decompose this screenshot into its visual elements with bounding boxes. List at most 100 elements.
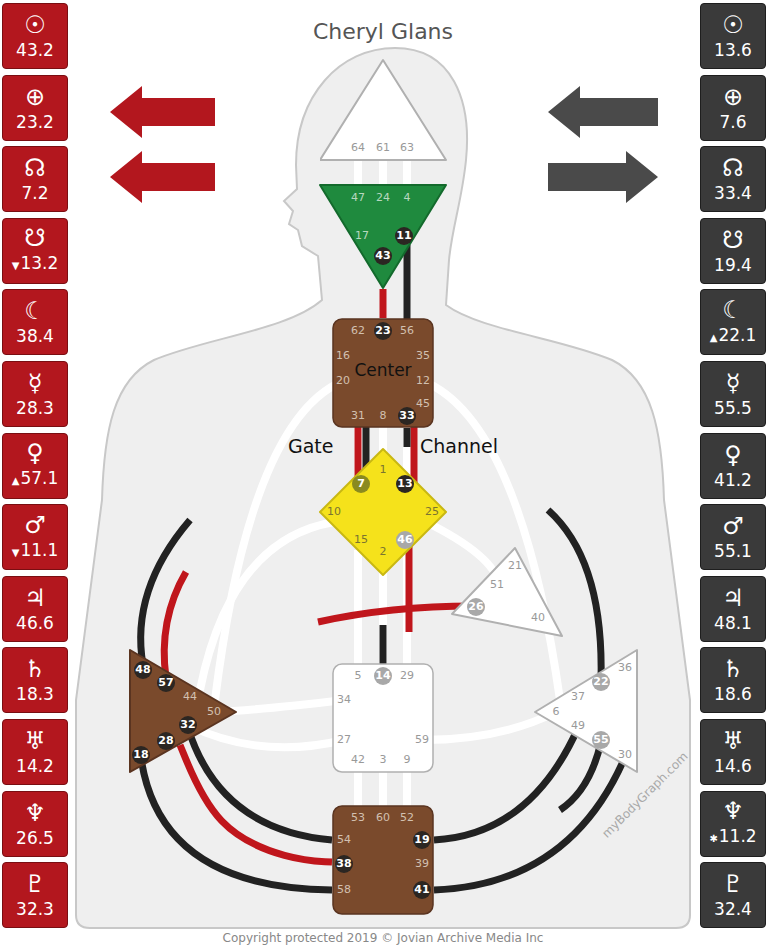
personality-activation-box: ♅14.6 [700, 719, 766, 785]
gate-number: 17 [353, 227, 371, 245]
gate-number: 52 [398, 809, 416, 827]
gate-number: 62 [349, 322, 367, 340]
planet-symbol: ♆ [722, 797, 744, 825]
gate-line-number: 57.1 [20, 467, 58, 489]
gate-number: 7 [352, 475, 370, 493]
activation-row: 38.4 [16, 325, 54, 347]
gate-number: 60 [374, 809, 392, 827]
gate-line-number: 11.1 [20, 539, 58, 561]
gate-number: 15 [352, 531, 370, 549]
gate-line-number: 19.4 [714, 254, 752, 276]
gate-number: 42 [349, 751, 367, 769]
gate-line-number: 55.5 [714, 397, 752, 419]
personality-activation-box: ♃48.1 [700, 576, 766, 642]
gate-number: 13 [396, 475, 414, 493]
gate-number: 37 [569, 688, 587, 706]
planet-symbol: ♆ [24, 799, 46, 827]
center-outline [320, 60, 446, 160]
gate-number: 19 [413, 831, 431, 849]
gate-number: 2 [374, 543, 392, 561]
gate-line-number: 18.6 [714, 683, 752, 705]
gate-number: 55 [592, 731, 610, 749]
channel-design [406, 545, 413, 632]
retrograde-marker: ▲ [710, 327, 718, 349]
activation-row: ▼13.2 [12, 252, 59, 277]
channel-personality [188, 728, 332, 840]
activation-row: 7.2 [21, 182, 48, 204]
gate-line-number: 33.4 [714, 182, 752, 204]
activation-row: 26.5 [16, 827, 54, 849]
activation-row: 32.4 [714, 898, 752, 920]
personality-arrow [548, 86, 658, 138]
activation-row: ▲22.1 [710, 324, 757, 349]
center-outline [130, 650, 236, 772]
channel-personality [548, 510, 601, 680]
gate-number: 58 [335, 881, 353, 899]
planet-symbol: ☾ [722, 296, 744, 324]
gate-number: 64 [349, 139, 367, 157]
gate-number: 12 [414, 372, 432, 390]
spleen-center: 48574450322818 [128, 648, 238, 774]
planet-symbol: ♅ [722, 727, 744, 755]
gate-number: 46 [396, 531, 414, 549]
gate-number: 28 [157, 732, 175, 750]
design-arrow [110, 86, 215, 138]
design-activation-box: ☿28.3 [2, 361, 68, 427]
activation-row: 18.6 [714, 683, 752, 705]
defined-channel [404, 428, 411, 447]
active-channels [141, 245, 625, 890]
personality-arrow [548, 151, 658, 203]
planet-symbol: ☋ [722, 226, 743, 254]
gate-number: 56 [398, 322, 416, 340]
planet-symbol: ♄ [24, 655, 46, 683]
gate-number: 6 [547, 703, 565, 721]
gate-number: 26 [467, 598, 485, 616]
center-outline [333, 664, 433, 772]
activation-row: 55.5 [714, 397, 752, 419]
gate-number: 49 [569, 717, 587, 735]
gate-line-number: 38.4 [16, 325, 54, 347]
personality-activation-box: ☾▲22.1 [700, 289, 766, 355]
gate-line-number: 55.1 [714, 540, 752, 562]
gate-number: 39 [413, 855, 431, 873]
center-outline [320, 185, 446, 288]
g-center: 1713102515462 [318, 447, 448, 577]
design-activation-box: ☊7.2 [2, 146, 68, 212]
gate-number: 30 [616, 746, 634, 764]
design-activation-box: ♃46.6 [2, 576, 68, 642]
personality-activation-box: ♇32.4 [700, 862, 766, 928]
gate-number: 14 [374, 667, 392, 685]
gate-number: 63 [398, 139, 416, 157]
gate-number: 5 [349, 667, 367, 685]
planet-symbol: ♅ [24, 727, 46, 755]
gate-number: 10 [325, 503, 343, 521]
center-outline [333, 319, 433, 427]
gate-line-number: 14.6 [714, 755, 752, 777]
gate-line-number: 7.2 [21, 182, 48, 204]
design-activation-box: ☋▼13.2 [2, 218, 68, 284]
gate-number: 11 [395, 227, 413, 245]
planet-symbol: ☊ [722, 154, 743, 182]
design-activation-box: ♄18.3 [2, 647, 68, 713]
center-outline [452, 548, 562, 636]
gate-number: 35 [414, 347, 432, 365]
gate-line-number: 26.5 [16, 827, 54, 849]
gate-number: 41 [413, 881, 431, 899]
activation-row: 23.2 [16, 111, 54, 133]
gate-number: 38 [335, 855, 353, 873]
gate-line-number: 32.4 [714, 898, 752, 920]
gate-number: 54 [335, 831, 353, 849]
design-activation-box: ♆26.5 [2, 791, 68, 857]
defined-channel [180, 745, 332, 862]
gate-number: 24 [374, 189, 392, 207]
activation-row: 7.6 [719, 111, 746, 133]
body-silhouette [76, 48, 690, 928]
gate-number: 57 [157, 674, 175, 692]
design-activation-box: ⊕23.2 [2, 75, 68, 141]
root-center: 536052541938395841 [332, 805, 434, 915]
activation-row: 19.4 [714, 254, 752, 276]
personality-activation-box: ♀41.2 [700, 433, 766, 499]
ajna-center: 47244171143 [318, 183, 448, 289]
design-activation-box: ♅14.2 [2, 719, 68, 785]
personality-activation-box: ⊕7.6 [700, 75, 766, 141]
